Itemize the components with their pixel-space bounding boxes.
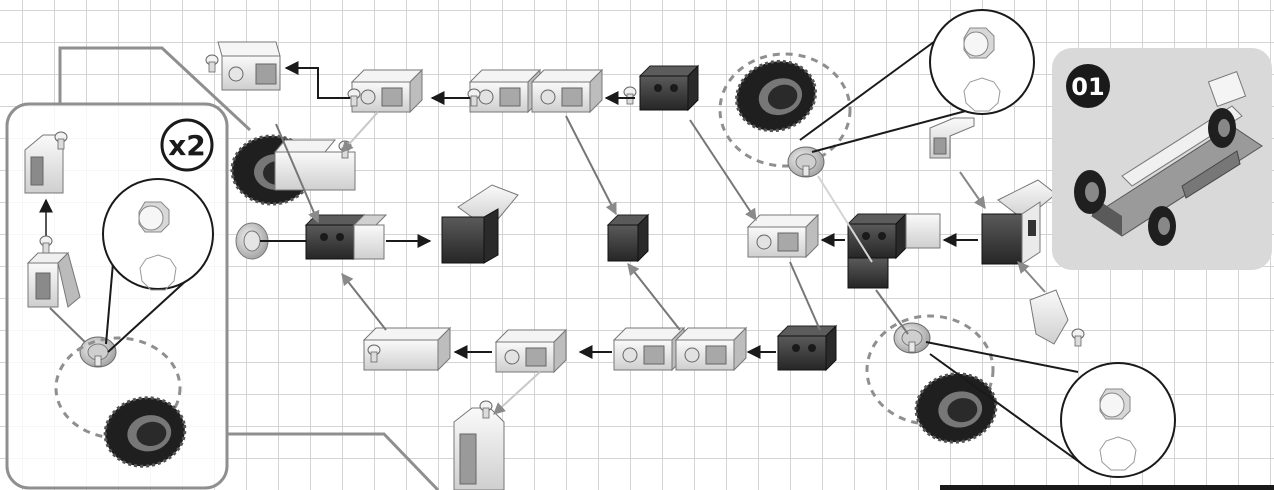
multiplier-badge: x2: [160, 118, 214, 172]
brick-block-icon: [469, 69, 603, 113]
bracket-icon: [1029, 289, 1085, 347]
bracket-icon: [453, 400, 505, 490]
step-panel: 01: [1052, 48, 1272, 270]
bracket-icon: [205, 41, 281, 91]
assembly-line: [959, 171, 986, 209]
subassembly-panel: x2: [5, 46, 440, 490]
hub-detail-icon: [963, 27, 995, 59]
bracket-icon: [273, 139, 356, 191]
hub-icon: [787, 146, 825, 178]
hub-icon: [893, 322, 931, 354]
dark-block-icon: [639, 65, 699, 111]
step-number: 01: [1071, 73, 1104, 101]
brick-block-icon: [351, 69, 423, 113]
hub-detail-icon: [1099, 388, 1131, 420]
assembly-line: [627, 263, 681, 331]
bracket-assembly-icon: [981, 179, 1057, 265]
bracket-icon: [24, 131, 68, 194]
tire-icon: [910, 367, 1002, 449]
tire-placement-guide: [718, 52, 852, 168]
hub-outline-icon: [963, 77, 1001, 112]
dark-block-icon: [606, 213, 650, 263]
tire-placement-guide: [54, 336, 182, 440]
assembly-line: [341, 111, 379, 153]
assembly-line: [493, 371, 541, 415]
hub-icon: [235, 222, 269, 260]
brick-block-icon: [495, 329, 567, 373]
step-number-badge: 01: [1066, 64, 1110, 108]
bracket-assembly-icon: [441, 184, 519, 264]
brick-block-icon: [362, 326, 452, 372]
assembly-line: [689, 119, 757, 222]
brick-block-icon: [747, 214, 819, 258]
assembly-line: [789, 261, 821, 331]
hub-icon: [79, 336, 117, 368]
detail-callout: [925, 341, 1176, 478]
page-edge-bar: [940, 485, 1274, 490]
dark-block-icon: [305, 214, 388, 260]
hub-detail-icon: [138, 201, 170, 233]
bracket-icon: [929, 117, 975, 159]
detail-callout: [799, 9, 1035, 153]
assembly-line: [875, 289, 909, 335]
assembly-line: [49, 307, 89, 346]
assembly-line: [1017, 261, 1046, 293]
hub-outline-icon: [1099, 436, 1137, 471]
detail-callout: [102, 178, 214, 353]
assembly-arrow: [284, 61, 350, 99]
assembly-line: [275, 123, 320, 224]
assembly-line: [817, 175, 873, 263]
brick-block-icon: [613, 327, 747, 371]
multiplier-label: x2: [168, 129, 206, 162]
callout-connector-bottom: [226, 432, 440, 490]
assembly-line: [565, 115, 617, 216]
hub-outline-icon: [139, 254, 177, 291]
bolt-icon: [623, 86, 637, 105]
callout-connector-top: [58, 46, 252, 132]
bracket-icon: [26, 235, 81, 308]
chassis-model-icon: [1074, 71, 1263, 246]
tire-icon: [725, 49, 827, 143]
assembly-line: [341, 273, 387, 331]
dark-block-icon: [777, 325, 837, 371]
dark-block-icon: [847, 213, 941, 289]
